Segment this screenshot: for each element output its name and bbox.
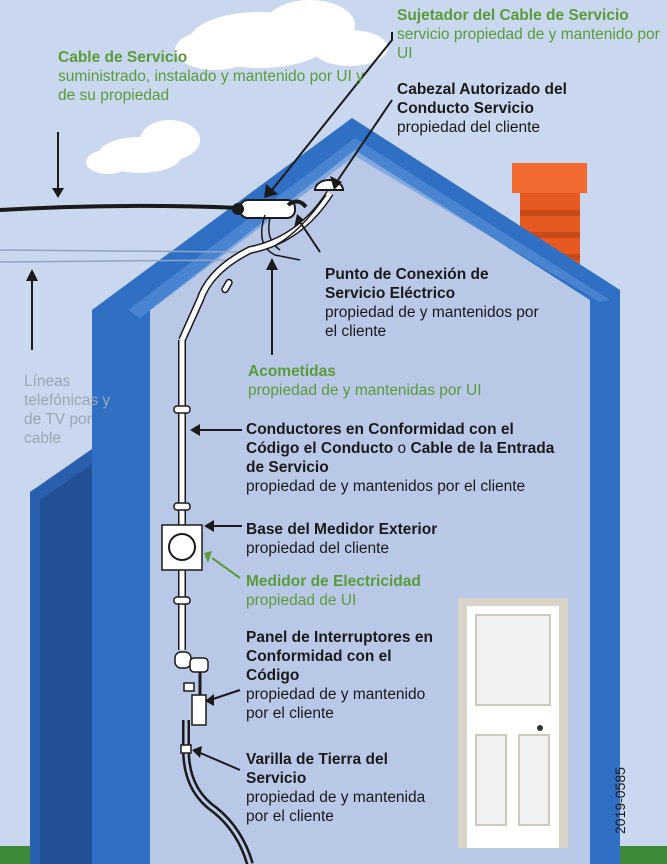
label-service-drops: Acometidas propiedad de y mantenidas por… bbox=[248, 362, 528, 400]
label-conductors: Conductores en Conformidad con el Código… bbox=[246, 420, 566, 496]
callout-arrows bbox=[26, 32, 393, 771]
label-meter-base: Base del Medidor Exterior propiedad del … bbox=[246, 520, 546, 558]
label-service-drops-title: Acometidas bbox=[248, 363, 336, 380]
service-drops bbox=[260, 214, 301, 261]
label-conductors-desc: propiedad de y mantenidos por el cliente bbox=[246, 478, 526, 495]
label-breaker-panel-desc: propiedad de y mantenido por el cliente bbox=[246, 686, 426, 722]
meter bbox=[161, 524, 203, 571]
service-cable-clamp bbox=[232, 199, 308, 219]
label-service-drops-desc: propiedad de y mantenidas por UI bbox=[248, 382, 482, 399]
label-breaker-panel: Panel de Interruptores en Conformidad co… bbox=[246, 628, 446, 723]
breaker-panel bbox=[174, 651, 209, 726]
document-code: 2019-0585 bbox=[612, 767, 628, 834]
cloud-large bbox=[175, 0, 388, 70]
label-service-cable-desc: suministrado, instalado y mantenido por … bbox=[58, 68, 364, 104]
label-ground-rod-desc: propiedad de y mantenida por el cliente bbox=[246, 789, 426, 825]
label-conductors-title-a: Conductores en Conformidad con el Código… bbox=[246, 421, 514, 457]
label-service-cable-clamp: Sujetador del Cable de Servicio servicio… bbox=[397, 6, 662, 63]
service-cable bbox=[0, 203, 241, 263]
ground-rod bbox=[180, 720, 254, 864]
label-meter: Medidor de Electricidad propiedad de UI bbox=[246, 572, 546, 610]
label-ground-rod: Varilla de Tierra del Servicio propiedad… bbox=[246, 750, 441, 826]
service-conduit bbox=[173, 278, 233, 650]
door bbox=[458, 598, 568, 848]
label-ground-rod-title: Varilla de Tierra del Servicio bbox=[246, 751, 388, 787]
label-conduit-head: Cabezal Autorizado del Conducto Servicio… bbox=[397, 80, 607, 137]
label-connection-point-title: Punto de Conexión de Servicio Eléctrico bbox=[325, 266, 489, 302]
label-connection-point: Punto de Conexión de Servicio Eléctrico … bbox=[325, 265, 540, 341]
label-meter-title: Medidor de Electricidad bbox=[246, 573, 421, 590]
label-clamp-title: Sujetador del Cable de Servicio bbox=[397, 7, 629, 24]
label-breaker-panel-title: Panel de Interruptores en Conformidad co… bbox=[246, 629, 433, 684]
label-conductors-title-b: Cable de la Entrada de Servicio bbox=[246, 440, 555, 476]
label-phone-lines-text: Líneas telefónicas y de TV por cable bbox=[24, 373, 111, 447]
label-meter-desc: propiedad de UI bbox=[246, 592, 357, 609]
label-clamp-desc: servicio propiedad de y mantenido por UI bbox=[397, 26, 660, 62]
label-conductors-connector: o bbox=[397, 440, 407, 457]
label-service-cable: Cable de Servicio suministrado, instalad… bbox=[58, 48, 378, 105]
label-meter-base-title: Base del Medidor Exterior bbox=[246, 521, 438, 538]
label-service-cable-title: Cable de Servicio bbox=[58, 49, 188, 66]
label-connection-point-desc: propiedad de y mantenidos por el cliente bbox=[325, 304, 539, 340]
label-phone-lines: Líneas telefónicas y de TV por cable bbox=[24, 372, 119, 448]
label-conduit-head-title: Cabezal Autorizado del Conducto Servicio bbox=[397, 81, 567, 117]
label-meter-base-desc: propiedad del cliente bbox=[246, 540, 390, 557]
label-conduit-head-desc: propiedad del cliente bbox=[397, 119, 541, 136]
cloud-small bbox=[86, 120, 200, 174]
